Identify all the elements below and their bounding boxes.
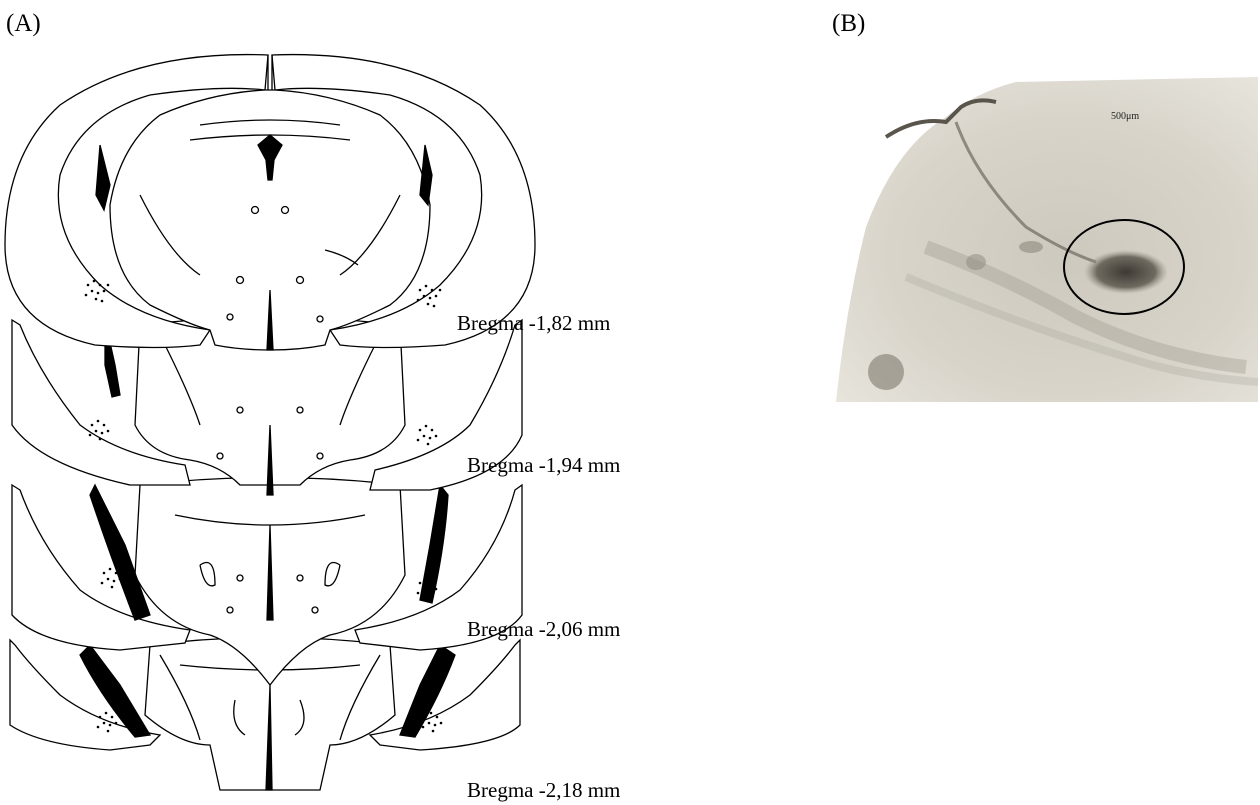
section-label: Bregma -1,94 mm xyxy=(467,453,620,478)
panel-b-label: (B) xyxy=(832,10,865,38)
brain-atlas-sections xyxy=(0,45,540,805)
panel-a-label: (A) xyxy=(6,10,41,38)
section-label: Bregma -2,18 mm xyxy=(467,778,620,803)
scale-label: 500μm xyxy=(1111,111,1139,122)
histology-micrograph: 500μm xyxy=(826,77,1258,402)
section-bregma-1-82 xyxy=(5,55,535,350)
section-label: Bregma -2,06 mm xyxy=(467,617,620,642)
section-label: Bregma -1,82 mm xyxy=(457,311,610,336)
lesion-site xyxy=(1084,250,1168,294)
